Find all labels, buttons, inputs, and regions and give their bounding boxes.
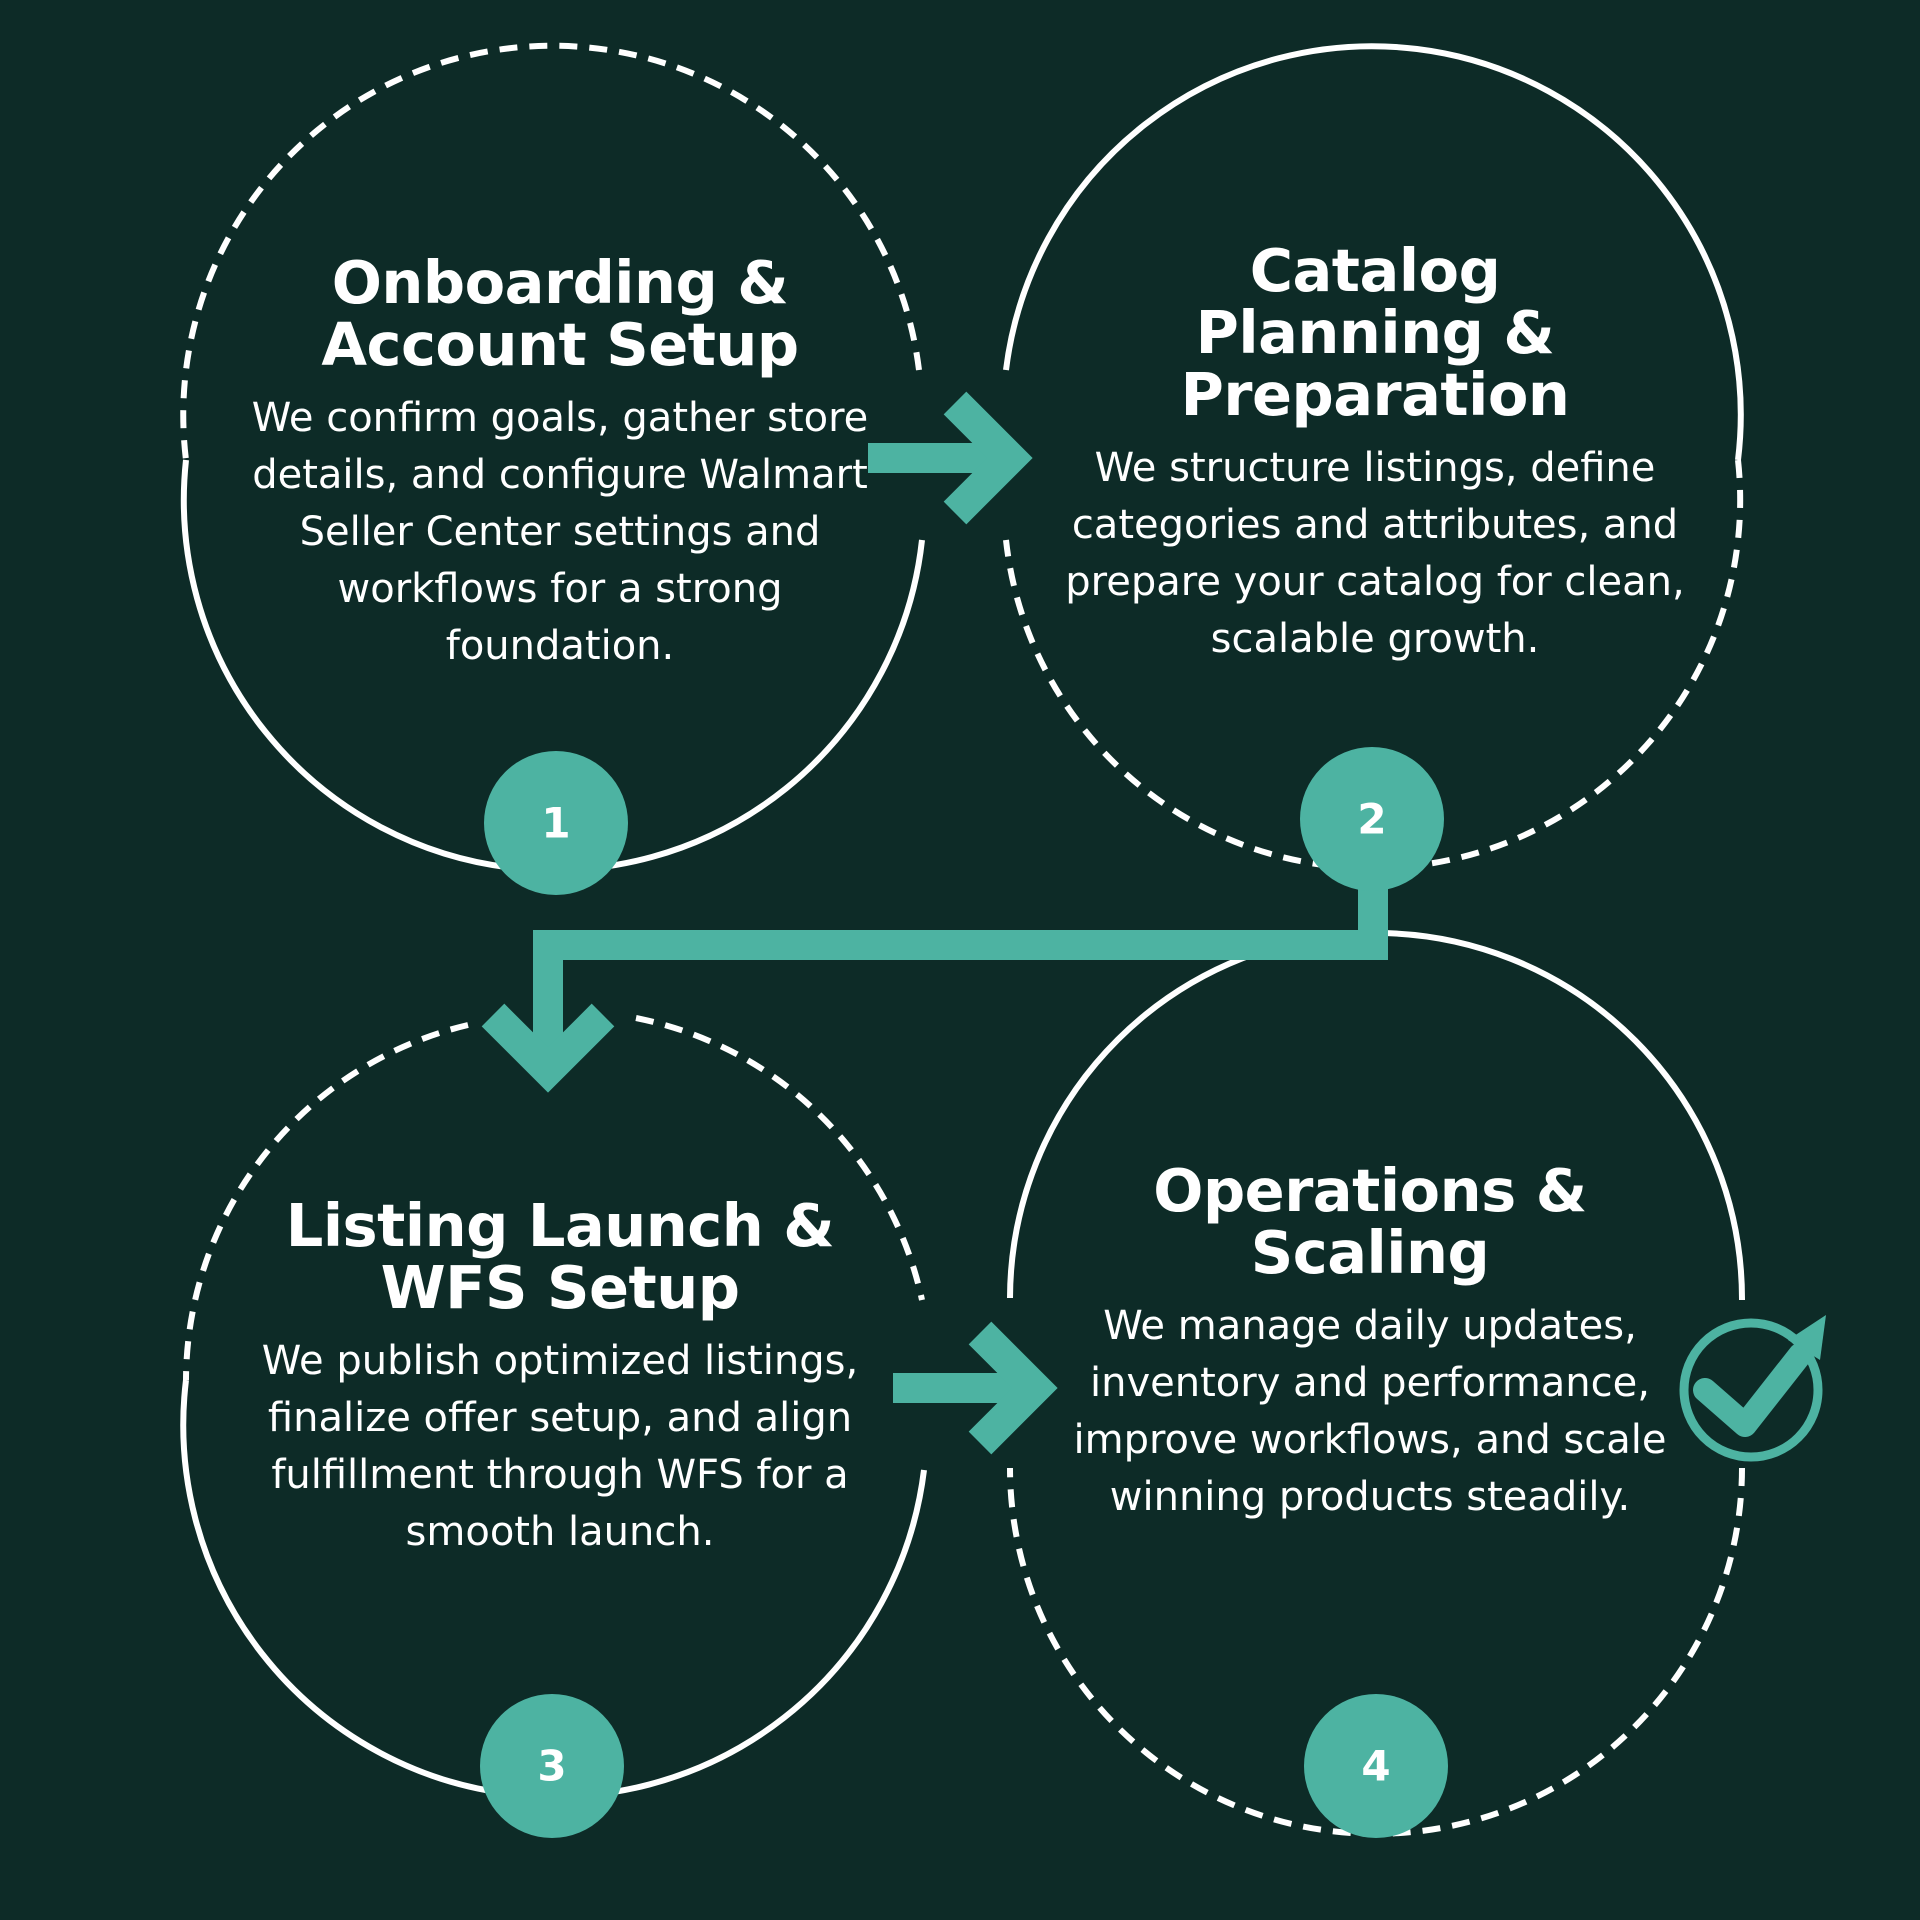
- step-1-title: Onboarding & Account Setup: [321, 248, 799, 379]
- step-1-content: Onboarding & Account Setup We confirm go…: [250, 252, 870, 675]
- step-3-content: Listing Launch & WFS Setup We publish op…: [225, 1195, 895, 1561]
- step-4-title: Operations & Scaling: [1153, 1156, 1587, 1287]
- svg-text:1: 1: [541, 799, 570, 848]
- step-3-title: Listing Launch & WFS Setup: [285, 1191, 835, 1322]
- step-4-description: We manage daily updates, inventory and p…: [1073, 1303, 1667, 1520]
- step-1-description: We confirm goals, gather store details, …: [251, 395, 869, 669]
- svg-text:2: 2: [1357, 795, 1386, 844]
- svg-text:4: 4: [1361, 1742, 1390, 1791]
- step-4-content: Operations & Scaling We manage daily upd…: [1060, 1160, 1680, 1526]
- arrow-step3-to-step4: [893, 1321, 1058, 1455]
- svg-text:3: 3: [537, 1742, 566, 1791]
- step-3-number-badge: 3: [480, 1694, 624, 1838]
- arrow-step1-to-step2: [868, 391, 1033, 525]
- step-2-number-badge: 2: [1300, 747, 1444, 891]
- connector-step2-to-step3: [481, 880, 1388, 1093]
- step-4-number-badge: 4: [1304, 1694, 1448, 1838]
- step-1-number-badge: 1: [484, 751, 628, 895]
- step-2-content: Catalog Planning & Preparation We struct…: [1060, 240, 1690, 668]
- step-2-title: Catalog Planning & Preparation: [1180, 236, 1570, 429]
- step-2-description: We structure listings, define categories…: [1065, 445, 1685, 662]
- checkmark-circle-icon: [1679, 1315, 1826, 1462]
- step-3-description: We publish optimized listings, finalize …: [261, 1338, 859, 1555]
